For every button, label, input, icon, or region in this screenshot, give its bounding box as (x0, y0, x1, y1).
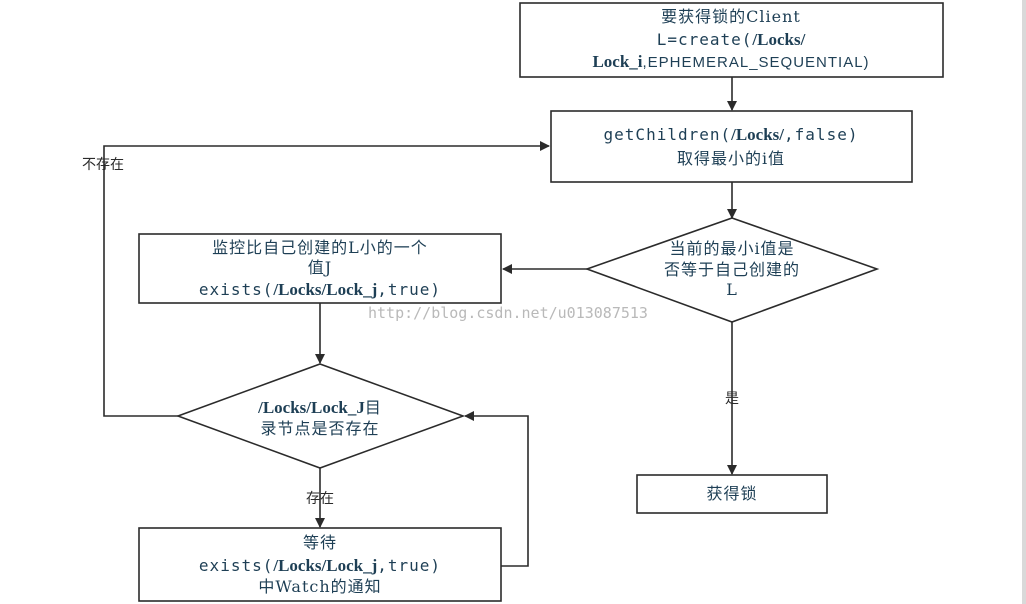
svg-text:Lock_i,EPHEMERAL_SEQUENTIAL): Lock_i,EPHEMERAL_SEQUENTIAL) (592, 52, 869, 71)
decision-min-line1: 当前的最小i值是 (669, 239, 794, 258)
edge-label-exists: 存在 (306, 491, 334, 507)
node-start-line2-bold: /Locks/ (751, 30, 805, 49)
svg-text:exists(/Locks/Lock_j,true): exists(/Locks/Lock_j,true) (199, 280, 441, 299)
decision-min-line3: L (726, 280, 738, 299)
node-watch-line3-prefix: exists( (199, 280, 273, 299)
node-watch-line3-rest: ,true) (377, 280, 441, 299)
edge-wait-loop-back (464, 411, 529, 567)
node-start-line3-rest: ,EPHEMERAL_SEQUENTIAL) (643, 54, 870, 71)
node-start-line3-bold: Lock_i (592, 52, 642, 71)
node-watch-line3-bold: /Locks/Lock_j (272, 280, 377, 299)
svg-text:/Locks/Lock_J目: /Locks/Lock_J目 (257, 398, 382, 417)
svg-text:exists(/Locks/Lock_j,true): exists(/Locks/Lock_j,true) (199, 556, 441, 575)
node-watch-line1: 监控比自己创建的L小的一个 (212, 238, 428, 257)
node-wait-line2-prefix: exists( (199, 556, 273, 575)
node-start-line2-prefix: L=create( (657, 30, 753, 49)
edge-label-not-exists: 不存在 (82, 157, 124, 173)
decision-exists-line1-rest: 目 (365, 398, 382, 417)
node-get-children: getChildren(/Locks/,false) 取得最小的i值 (550, 110, 913, 183)
node-lock-acquired: 获得锁 (636, 474, 828, 514)
edge-label-yes: 是 (725, 391, 739, 407)
decision-exists-line2: 录节点是否存在 (260, 419, 379, 438)
svg-text:getChildren(/Locks/,false): getChildren(/Locks/,false) (604, 125, 859, 144)
decision-lock-j-exists: /Locks/Lock_J目 录节点是否存在 (175, 363, 466, 469)
node-getchildren-rest: ,false) (784, 125, 858, 144)
svg-text:L=create(/Locks/: L=create(/Locks/ (657, 30, 806, 49)
watermark: http://blog.csdn.net/u013087513 (368, 304, 648, 322)
node-getchildren-line2: 取得最小的i值 (677, 149, 785, 168)
node-wait-line2-bold: /Locks/Lock_j (272, 556, 377, 575)
node-start-line1: 要获得锁的Client (661, 7, 801, 26)
node-getchildren-bold: /Locks/ (730, 125, 784, 144)
node-watch-line2: 值J (308, 258, 332, 277)
node-acquired-label: 获得锁 (706, 484, 757, 503)
node-lock-client-create: 要获得锁的Client L=create(/Locks/ Lock_i,EPHE… (519, 2, 944, 78)
edge-not-exists-loop (103, 141, 550, 417)
node-wait-line2-rest: ,true) (377, 556, 441, 575)
node-wait-line1: 等待 (303, 533, 337, 552)
node-wait-line3: 中Watch的通知 (258, 577, 381, 596)
decision-is-min-own-node: 当前的最小i值是 否等于自己创建的 L (584, 217, 880, 323)
decision-min-line2: 否等于自己创建的 (664, 260, 800, 279)
right-border (1022, 0, 1026, 604)
node-getchildren-prefix: getChildren( (604, 125, 732, 144)
decision-exists-line1-bold: /Locks/Lock_J (257, 398, 365, 417)
node-watch-previous: 监控比自己创建的L小的一个 值J exists(/Locks/Lock_j,tr… (138, 233, 502, 304)
node-wait-watch: 等待 exists(/Locks/Lock_j,true) 中Watch的通知 (138, 527, 502, 602)
